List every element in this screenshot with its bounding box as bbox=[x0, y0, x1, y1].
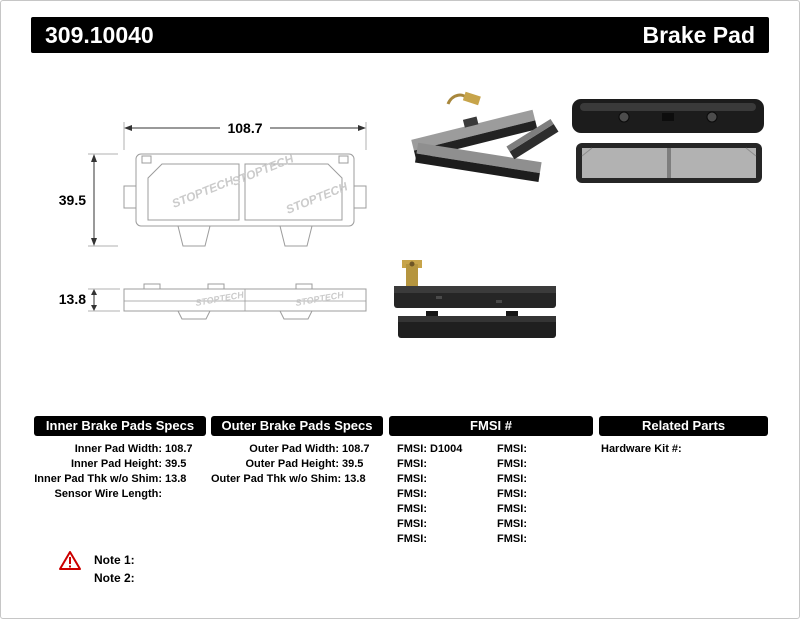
spec-label: FMSI: bbox=[397, 473, 427, 485]
outer-specs-header: Outer Brake Pads Specs bbox=[211, 416, 383, 436]
spec-label: FMSI: bbox=[497, 458, 527, 470]
spec-label: FMSI: bbox=[397, 443, 427, 455]
spec-row: Inner Pad Height: 39.5 bbox=[34, 457, 206, 472]
thickness-dimension: 13.8 bbox=[59, 291, 86, 307]
wear-sensor bbox=[402, 260, 422, 286]
photo-pad-faces bbox=[572, 99, 764, 183]
spec-label: FMSI: bbox=[397, 488, 427, 500]
spec-label: FMSI: bbox=[497, 533, 527, 545]
spec-label: FMSI: bbox=[497, 488, 527, 500]
spec-value: 39.5 bbox=[165, 458, 187, 470]
fmsi-row: FMSI: D1004 bbox=[389, 442, 489, 457]
friction-left-half bbox=[147, 163, 240, 221]
note-1: Note 1: bbox=[94, 553, 135, 567]
width-dimension: 108.7 bbox=[227, 120, 262, 136]
spec-label: Sensor Wire Length: bbox=[54, 488, 162, 500]
side-view-drawing: 13.8 STOPTECH STOPTECH bbox=[59, 283, 367, 320]
spec-label: FMSI: bbox=[397, 503, 427, 515]
spec-label: FMSI: bbox=[497, 518, 527, 530]
spec-label: FMSI: bbox=[497, 473, 527, 485]
spec-row: Outer Pad Height: 39.5 bbox=[211, 457, 383, 472]
left-ear bbox=[123, 185, 137, 209]
shim-clip bbox=[207, 283, 225, 290]
product-title: Brake Pad bbox=[642, 21, 755, 48]
fmsi-row: FMSI: bbox=[489, 517, 579, 532]
spec-label: Outer Pad Height: bbox=[245, 458, 339, 470]
brake-pad-friction-photo bbox=[576, 143, 762, 183]
spec-row: Inner Pad Thk w/o Shim: 13.8 bbox=[34, 472, 206, 487]
left-clip bbox=[141, 155, 152, 164]
fmsi-row: FMSI: bbox=[489, 472, 579, 487]
fmsi-row: FMSI: bbox=[389, 487, 489, 502]
photo-angled-pads bbox=[411, 91, 559, 183]
outer-specs-list: Outer Pad Width: 108.7 Outer Pad Height:… bbox=[211, 442, 383, 487]
spec-label: Hardware Kit #: bbox=[601, 443, 682, 455]
fmsi-header: FMSI # bbox=[389, 416, 593, 436]
related-parts-list: Hardware Kit #: bbox=[601, 442, 768, 457]
spec-label: FMSI: bbox=[397, 518, 427, 530]
brake-pad-edge-photo bbox=[398, 311, 556, 338]
right-clip bbox=[338, 155, 349, 164]
inner-specs-list: Inner Pad Width: 108.7 Inner Pad Height:… bbox=[34, 442, 206, 502]
brake-pad-photo bbox=[506, 118, 559, 160]
fmsi-row: FMSI: bbox=[489, 442, 579, 457]
spec-label: FMSI: bbox=[497, 443, 527, 455]
fmsi-row: FMSI: bbox=[489, 532, 579, 547]
fmsi-row: FMSI: bbox=[389, 472, 489, 487]
left-tab bbox=[177, 225, 211, 247]
spec-value: 108.7 bbox=[165, 443, 193, 455]
shim-clip bbox=[295, 283, 313, 290]
fmsi-row: FMSI: bbox=[389, 457, 489, 472]
fmsi-row: FMSI: bbox=[389, 502, 489, 517]
fmsi-row: FMSI: bbox=[389, 532, 489, 547]
left-tab bbox=[177, 310, 211, 320]
title-bar: 309.10040 Brake Pad bbox=[31, 17, 769, 53]
inner-specs-header: Inner Brake Pads Specs bbox=[34, 416, 206, 436]
spec-label: Inner Pad Height: bbox=[70, 458, 162, 470]
fmsi-row: FMSI: bbox=[489, 502, 579, 517]
spec-row: Sensor Wire Length: bbox=[34, 487, 206, 502]
friction-right-half bbox=[244, 163, 343, 221]
brake-pad-photo bbox=[415, 142, 542, 183]
spec-label: Outer Pad Thk w/o Shim: bbox=[211, 473, 342, 485]
spec-label: Outer Pad Width: bbox=[249, 443, 339, 455]
warning-triangle-icon bbox=[59, 551, 81, 570]
spec-row: Outer Pad Width: 108.7 bbox=[211, 442, 383, 457]
spec-label: FMSI: bbox=[397, 533, 427, 545]
spec-value: 108.7 bbox=[342, 443, 370, 455]
right-tab bbox=[279, 310, 313, 320]
spec-row: Hardware Kit #: bbox=[601, 442, 768, 457]
fmsi-row: FMSI: bbox=[489, 457, 579, 472]
fmsi-list-1: FMSI: D1004 FMSI: FMSI: FMSI: FMSI: FMSI… bbox=[389, 442, 489, 547]
height-dimension: 39.5 bbox=[59, 192, 86, 208]
photo-edge-view bbox=[394, 260, 556, 338]
brake-pad-edge-photo bbox=[394, 286, 556, 308]
fmsi-row: FMSI: bbox=[489, 487, 579, 502]
spec-label: Inner Pad Width: bbox=[74, 443, 162, 455]
spec-value: 13.8 bbox=[344, 473, 366, 485]
sensor-connector bbox=[462, 91, 481, 106]
front-view-drawing: 108.7 39.5 STOPTECH STOPTECH STOPTECH bbox=[59, 120, 367, 247]
spec-label: Inner Pad Thk w/o Shim: bbox=[34, 473, 162, 485]
right-ear bbox=[353, 185, 367, 209]
spec-value: D1004 bbox=[430, 443, 463, 455]
spec-label: FMSI: bbox=[497, 503, 527, 515]
shim-clip bbox=[143, 283, 161, 290]
fmsi-list-2: FMSI: FMSI: FMSI: FMSI: FMSI: FMSI: FMSI… bbox=[489, 442, 579, 547]
spec-value: 13.8 bbox=[165, 473, 187, 485]
spec-value: 39.5 bbox=[342, 458, 364, 470]
right-tab bbox=[279, 225, 313, 247]
related-parts-header: Related Parts bbox=[599, 416, 768, 436]
brake-pad-backing-photo bbox=[572, 99, 764, 133]
note-2: Note 2: bbox=[94, 571, 135, 585]
part-number: 309.10040 bbox=[45, 21, 154, 48]
fmsi-row: FMSI: bbox=[389, 517, 489, 532]
spec-row: Outer Pad Thk w/o Shim: 13.8 bbox=[211, 472, 383, 487]
spec-label: FMSI: bbox=[397, 458, 427, 470]
spec-row: Inner Pad Width: 108.7 bbox=[34, 442, 206, 457]
